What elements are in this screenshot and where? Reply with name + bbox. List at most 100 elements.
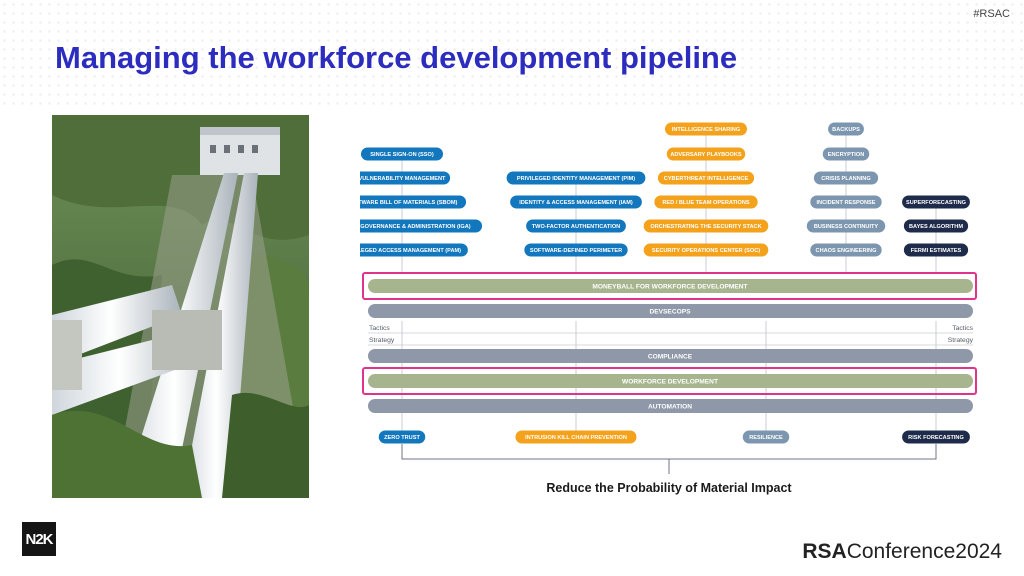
node-c2-0: INTELLIGENCE SHARING <box>665 122 747 136</box>
node-c2-0-label: INTELLIGENCE SHARING <box>672 127 740 133</box>
node-c3-3-label: INCIDENT RESPONSE <box>816 200 875 206</box>
dotted-background <box>0 0 1024 110</box>
node-c4-0-bg <box>902 195 970 209</box>
band-bar-1 <box>368 304 973 318</box>
node-c0-0: SINGLE SIGN-ON (SSO) <box>361 147 443 161</box>
node-c3-0: BACKUPS <box>828 122 864 136</box>
rsa-logo-bold: RSA <box>802 540 847 563</box>
node-c1-1-bg <box>510 195 642 209</box>
node-c3-4-label: BUSINESS CONTINUITY <box>814 224 879 230</box>
node-c1-1: IDENTITY & ACCESS MANAGEMENT (IAM) <box>510 195 642 209</box>
node-c3-2-bg <box>813 171 879 185</box>
security-pipeline-diagram: MONEYBALL FOR WORKFORCE DEVELOPMENT DEVSE… <box>360 122 977 495</box>
node-c4-2-label: FERMI ESTIMATES <box>911 248 962 254</box>
bottom-node-2-label: RESILIENCE <box>749 435 783 441</box>
node-c4-2: FERMI ESTIMATES <box>903 243 969 257</box>
node-c1-0-label: PRIVILEGED IDENTITY MANAGEMENT (PIM) <box>517 176 635 182</box>
node-c0-4: PRIVILEGED ACCESS MANAGEMENT (PAM) <box>360 243 468 257</box>
node-c2-5-label: SECURITY OPERATIONS CENTER (SOC) <box>652 248 760 254</box>
node-c0-1-label: VULNERABILITY MANAGEMENT <box>360 176 446 182</box>
bottom-node-3-label: RISK FORECASTING <box>908 435 964 441</box>
node-c3-5: CHAOS ENGINEERING <box>810 243 882 257</box>
node-c0-2: SOFTWARE BILL OF MATERIALS (SBOM) <box>360 195 467 209</box>
node-c4-0-label: SUPERFORECASTING <box>906 200 966 206</box>
band-label-3: WORKFORCE DEVELOPMENT <box>622 378 718 385</box>
n2k-logo: N2K <box>22 522 56 556</box>
band-1: DEVSECOPS <box>368 304 973 318</box>
band-highlight-3 <box>362 367 977 395</box>
node-c0-3-bg <box>360 219 483 233</box>
band-bar-0 <box>368 279 973 293</box>
node-c3-0-bg <box>828 122 864 136</box>
band-bar-3 <box>368 374 973 388</box>
node-c2-5-bg <box>643 243 769 257</box>
bottom-node-0-bg <box>378 430 426 444</box>
band-highlight-0 <box>362 272 977 300</box>
node-c2-2-label: CYBERTHREAT INTELLIGENCE <box>664 176 749 182</box>
node-c3-5-bg <box>810 243 882 257</box>
node-c2-0-bg <box>665 122 747 136</box>
node-c3-5-label: CHAOS ENGINEERING <box>816 248 877 254</box>
strategy-label-left: Strategy <box>369 337 395 344</box>
node-c0-0-label: SINGLE SIGN-ON (SSO) <box>370 152 434 158</box>
bottom-node-1-bg <box>515 430 637 444</box>
node-c2-3-bg <box>654 195 758 209</box>
rsa-conference-logo: RSAConference2024 <box>802 540 1002 564</box>
node-c2-2: CYBERTHREAT INTELLIGENCE <box>657 171 755 185</box>
node-c1-3-bg <box>524 243 628 257</box>
band-3: WORKFORCE DEVELOPMENT <box>362 367 977 395</box>
node-c2-1-bg <box>666 147 746 161</box>
diagram-footer-caption: Reduce the Probability of Material Impac… <box>546 481 792 495</box>
node-c0-3-label: IDENTITY GOVERNANCE & ADMINISTRATION (IG… <box>360 224 471 230</box>
node-c2-5: SECURITY OPERATIONS CENTER (SOC) <box>643 243 769 257</box>
node-c3-1: ENCRYPTION <box>822 147 870 161</box>
bottom-node-2: RESILIENCE <box>742 430 790 444</box>
node-c4-2-bg <box>903 243 969 257</box>
band-bar-2 <box>368 349 973 363</box>
node-c4-0: SUPERFORECASTING <box>902 195 970 209</box>
node-c3-1-bg <box>822 147 870 161</box>
bottom-node-3: RISK FORECASTING <box>902 430 970 444</box>
node-c0-0-bg <box>361 147 443 161</box>
node-c2-3: RED / BLUE TEAM OPERATIONS <box>654 195 758 209</box>
node-c3-1-label: ENCRYPTION <box>828 152 864 158</box>
tactics-label-right: Tactics <box>952 325 973 332</box>
hashtag-label: #RSAC <box>973 8 1010 20</box>
node-c2-3-label: RED / BLUE TEAM OPERATIONS <box>662 200 749 206</box>
node-c0-2-label: SOFTWARE BILL OF MATERIALS (SBOM) <box>360 200 457 206</box>
band-label-2: COMPLIANCE <box>648 353 693 360</box>
bottom-node-0-label: ZERO TRUST <box>384 435 420 441</box>
rsa-logo-light: Conference2024 <box>846 540 1002 563</box>
node-c1-2-label: TWO-FACTOR AUTHENTICATION <box>532 224 620 230</box>
node-c2-4: ORCHESTRATING THE SECURITY STACK <box>643 219 769 233</box>
node-c0-1-bg <box>360 171 451 185</box>
bottom-node-1: INTRUSION KILL CHAIN PREVENTION <box>515 430 637 444</box>
bottom-node-1-label: INTRUSION KILL CHAIN PREVENTION <box>525 435 627 441</box>
node-c0-3: IDENTITY GOVERNANCE & ADMINISTRATION (IG… <box>360 219 483 233</box>
band-2: COMPLIANCE <box>368 349 973 363</box>
node-c4-1-bg <box>903 219 969 233</box>
band-label-1: DEVSECOPS <box>649 308 691 315</box>
node-c3-2: CRISIS PLANNING <box>813 171 879 185</box>
node-c1-1-label: IDENTITY & ACCESS MANAGEMENT (IAM) <box>519 200 633 206</box>
node-c0-4-bg <box>360 243 468 257</box>
node-c1-0: PRIVILEGED IDENTITY MANAGEMENT (PIM) <box>506 171 646 185</box>
node-c3-3-bg <box>810 195 882 209</box>
node-c1-2: TWO-FACTOR AUTHENTICATION <box>526 219 626 233</box>
band-4: AUTOMATION <box>368 399 973 413</box>
band-label-4: AUTOMATION <box>648 403 692 410</box>
node-c4-1-label: BAYES ALGORITHM <box>909 224 963 230</box>
node-c2-2-bg <box>657 171 755 185</box>
node-c3-4-bg <box>806 219 886 233</box>
node-c1-0-bg <box>506 171 646 185</box>
band-0: MONEYBALL FOR WORKFORCE DEVELOPMENT <box>362 272 977 300</box>
node-c3-3: INCIDENT RESPONSE <box>810 195 882 209</box>
bottom-node-2-bg <box>742 430 790 444</box>
node-c1-2-bg <box>526 219 626 233</box>
node-c1-3-label: SOFTWARE-DEFINED PERIMETER <box>530 248 622 254</box>
node-c0-2-bg <box>360 195 467 209</box>
pipeline-photo <box>52 115 309 498</box>
node-c0-4-label: PRIVILEGED ACCESS MANAGEMENT (PAM) <box>360 248 461 254</box>
node-c2-1: ADVERSARY PLAYBOOKS <box>666 147 746 161</box>
node-c2-1-label: ADVERSARY PLAYBOOKS <box>670 152 742 158</box>
